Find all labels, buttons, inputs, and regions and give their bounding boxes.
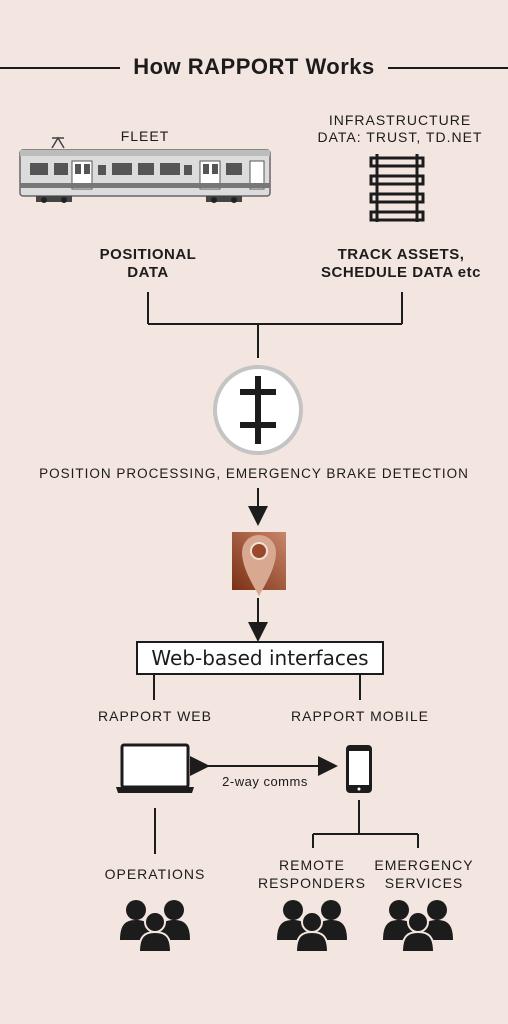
operations-label: OPERATIONS [104,866,206,882]
fleet-heading: FLEET [120,128,170,144]
remote-responders-label: REMOTE RESPONDERS [252,856,372,892]
train-icon [19,136,271,203]
emergency-services-line1: EMERGENCY [374,857,474,873]
merge-bracket [147,292,403,358]
infrastructure-heading-line2: DATA: TRUST, TD.NET [317,129,483,145]
processing-label: POSITION PROCESSING, EMERGENCY BRAKE DET… [39,466,469,481]
emergency-services-line2: SERVICES [384,875,464,891]
people-icon [383,900,453,953]
infrastructure-data-line1: TRACK ASSETS, [337,246,465,263]
infrastructure-data: TRACK ASSETS, SCHEDULE DATA etc [300,246,502,282]
location-pin-icon [232,532,286,596]
fleet-data-line1: POSITIONAL [99,246,197,263]
fleet-data-line2: DATA [127,264,169,281]
rail-track-icon [369,154,425,222]
smartphone-icon [346,745,372,793]
people-icon [277,900,347,953]
infrastructure-heading-line1: INFRASTRUCTURE [328,112,472,128]
rapport-mobile-label: RAPPORT MOBILE [291,708,429,724]
infrastructure-heading: INFRASTRUCTURE DATA: TRUST, TD.NET [300,112,500,146]
infrastructure-data-line2: SCHEDULE DATA etc [321,264,481,281]
comms-label: 2-way comms [222,774,308,789]
fleet-data: POSITIONAL DATA [68,246,228,282]
remote-responders-line1: REMOTE [279,857,345,873]
rapport-web-label: RAPPORT WEB [98,708,212,724]
interfaces-box: Web-based interfaces [136,641,384,675]
remote-responders-line2: RESPONDERS [257,875,367,891]
emergency-services-label: EMERGENCY SERVICES [364,856,484,892]
mobile-split-bracket [312,800,419,848]
people-icon [120,900,190,953]
laptop-icon [116,743,194,793]
crossed-track-icon [213,365,303,455]
page-title: How RAPPORT Works [133,54,375,79]
